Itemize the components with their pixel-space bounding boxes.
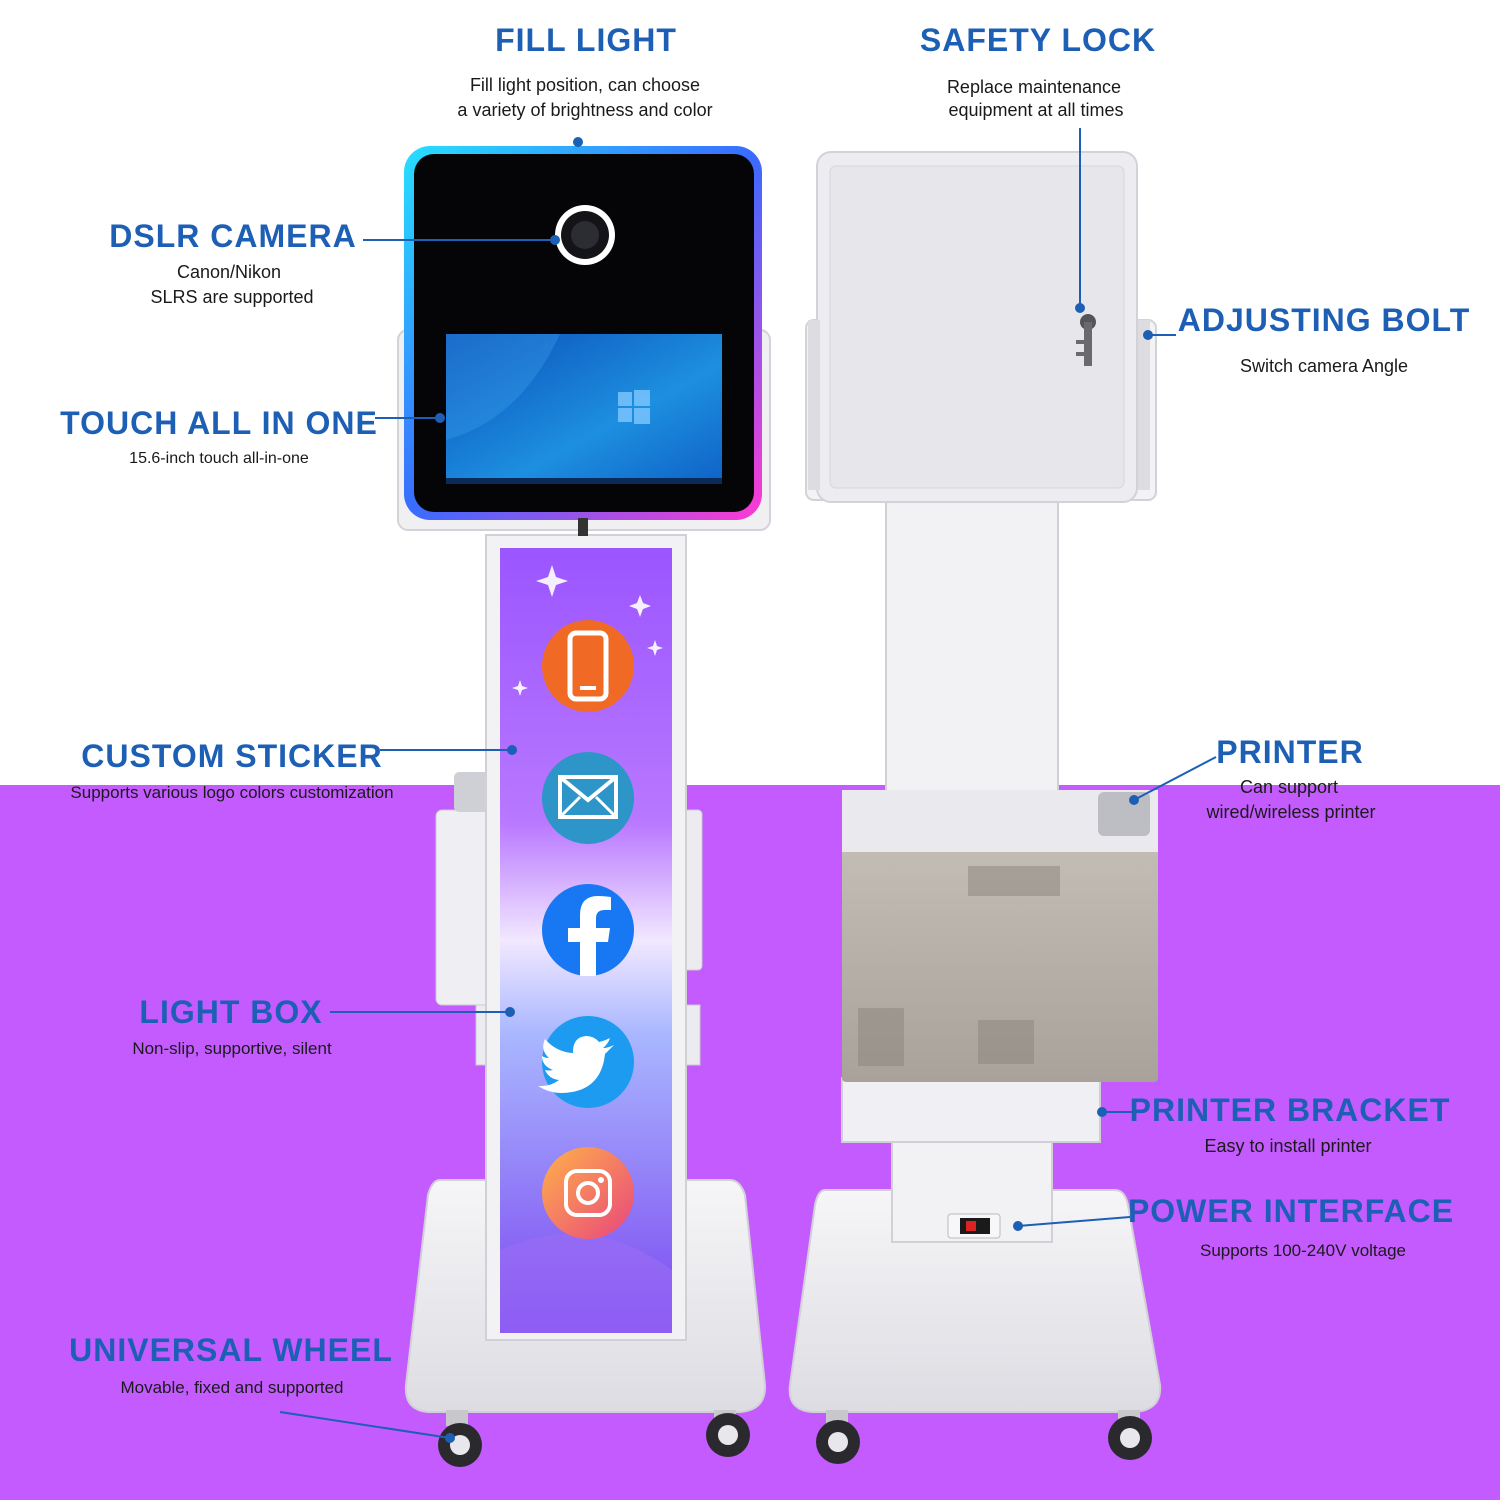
custom-sticker-desc-1: Supports various logo colors customizati… [70,783,394,802]
dslr-camera-desc-1: Canon/Nikon [176,262,282,282]
dslr-camera-title: DSLR CAMERA [109,218,357,254]
printer-slot-left [454,772,490,812]
facebook-icon [542,884,634,976]
printer-bracket-title: PRINTER BRACKET [1129,1092,1451,1128]
touch-all-in-one-title: TOUCH ALL IN ONE [60,405,378,441]
safety-lock-desc-1: Replace maintenance [946,77,1122,97]
back-booth [788,151,1162,1464]
power-interface-desc-1: Supports 100-240V voltage [1199,1241,1407,1260]
back-column [885,499,1059,806]
printer-body [842,790,1158,1082]
phone-icon [542,620,634,712]
twitter-icon [538,1016,634,1108]
printer-title: PRINTER [1216,734,1364,770]
dslr-camera-lens [555,205,615,265]
adjusting-bolt-desc-1: Switch camera Angle [1239,356,1409,376]
printer-bracket-desc-1: Easy to install printer [1204,1136,1372,1156]
touch-all-in-one-desc-1: 15.6-inch touch all-in-one [129,450,309,467]
dslr-camera-desc-2: SLRS are supported [150,287,314,307]
printer-desc-1: Can support [1239,777,1339,797]
back-wheels [816,1410,1152,1464]
printer-desc-2: wired/wireless printer [1206,802,1376,822]
safety-lock-title: SAFETY LOCK [919,22,1157,58]
fill-light-desc-2: a variety of brightness and color [457,100,713,120]
light-box-title: LIGHT BOX [139,994,323,1030]
touch-screen [446,334,722,484]
custom-sticker-title: CUSTOM STICKER [81,738,383,774]
lock-icon [1076,314,1096,366]
light-box-desc-1: Non-slip, supportive, silent [132,1039,332,1058]
mail-icon [542,752,634,844]
power-interface-title: POWER INTERFACE [1127,1193,1455,1229]
printer-bracket [841,1077,1101,1143]
universal-wheel-desc-1: Movable, fixed and supported [120,1378,344,1397]
front-booth [397,146,771,1467]
windows-logo-icon [618,390,650,424]
universal-wheel-title: UNIVERSAL WHEEL [69,1332,393,1368]
safety-lock-desc-2: equipment at all times [948,100,1124,120]
adjusting-bolt-title: ADJUSTING BOLT [1177,302,1471,338]
instagram-icon [542,1147,634,1239]
fill-light-title: FILL LIGHT [495,22,677,58]
front-wheels [438,1410,750,1467]
leader-lines [279,128,1217,1443]
printer-slot-right [1098,792,1150,836]
fill-light-desc-1: Fill light position, can choose [469,75,701,95]
